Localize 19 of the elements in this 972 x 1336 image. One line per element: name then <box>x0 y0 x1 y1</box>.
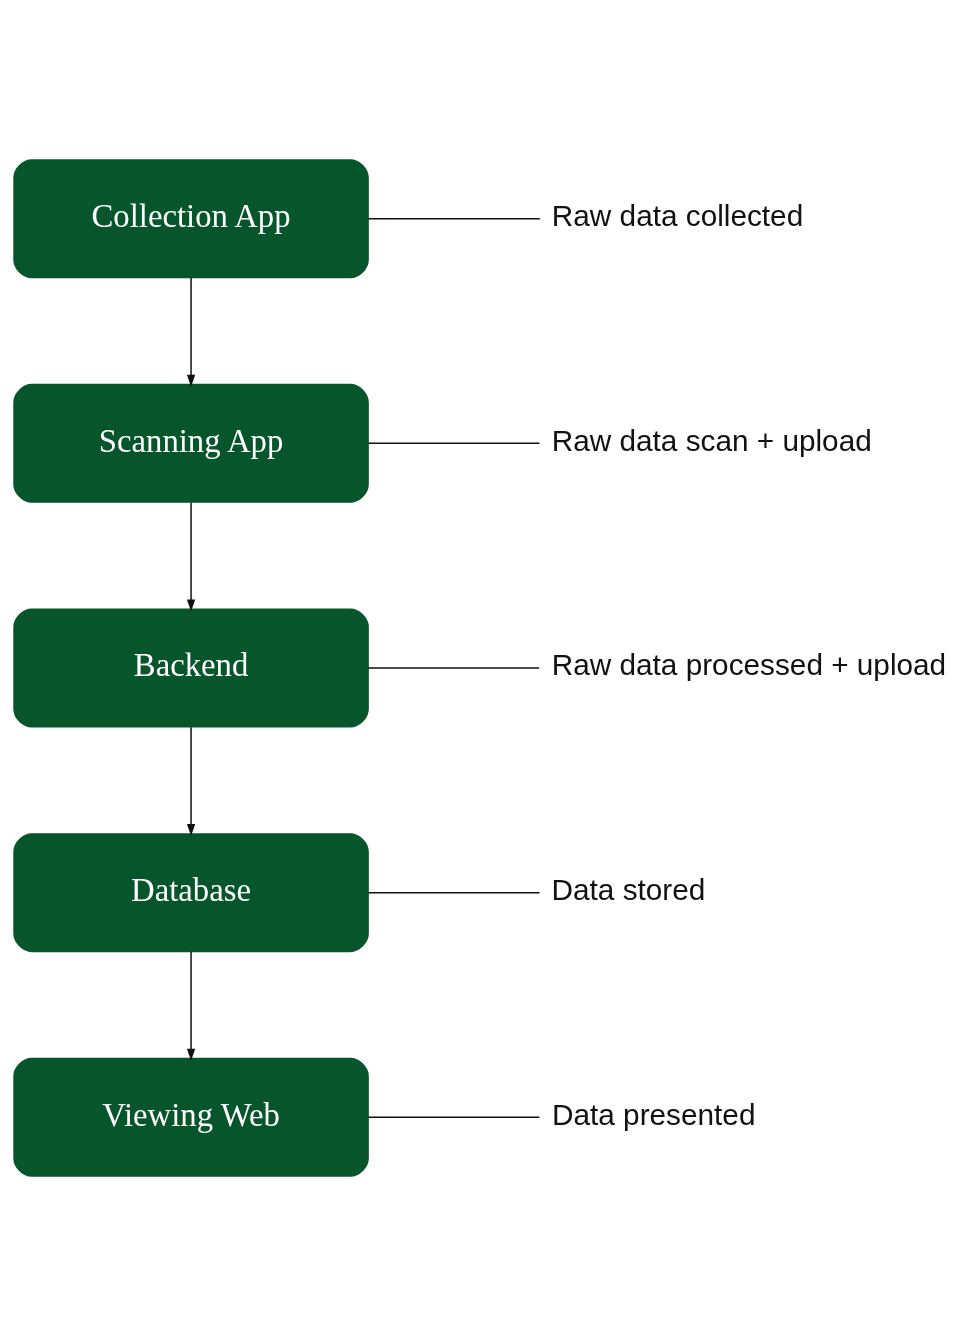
node-box: Backend <box>13 608 369 728</box>
node-text: Data presented <box>552 1097 756 1131</box>
node-box: Scanning App <box>13 383 369 503</box>
arrow <box>186 277 196 387</box>
arrow <box>186 951 196 1061</box>
node-box: Collection App <box>13 159 369 279</box>
node-box: Database <box>13 833 369 953</box>
node-text: Raw data collected <box>551 199 804 233</box>
connector <box>367 217 541 220</box>
arrow <box>186 501 196 612</box>
connector <box>367 1116 541 1119</box>
arrow <box>186 726 196 837</box>
connector <box>367 891 541 894</box>
node-text: Raw data processed + upload <box>551 648 947 682</box>
connector <box>367 667 540 669</box>
connector <box>367 442 541 445</box>
node-text: Raw data scan + upload <box>551 423 872 457</box>
node-text: Data stored <box>551 873 706 907</box>
node-box: Viewing Web <box>13 1057 369 1177</box>
